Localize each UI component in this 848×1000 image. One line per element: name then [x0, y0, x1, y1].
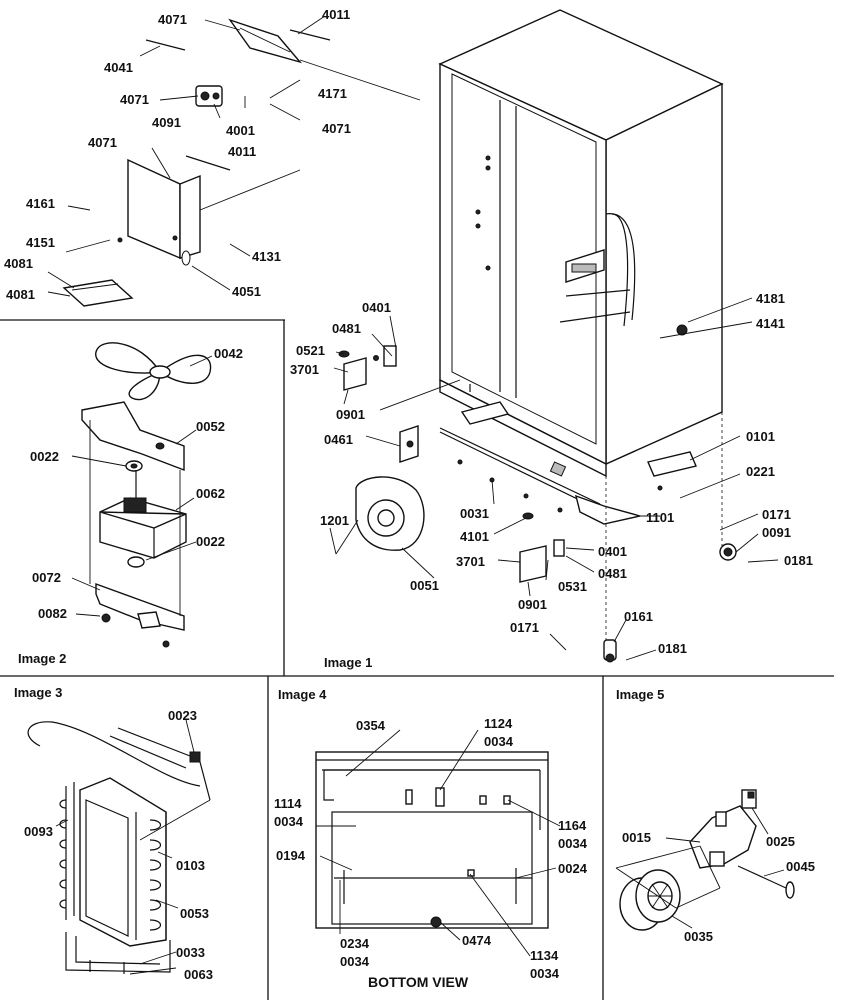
callout-label: 4091 [152, 115, 181, 130]
callouts-image-3: 0023 0093 0103 0053 0033 0063 [24, 708, 213, 982]
callout-label: 0015 [622, 830, 651, 845]
callout-label: 4001 [226, 123, 255, 138]
callouts-image-5: 0015 0025 0045 0035 [622, 830, 815, 944]
callout-label: 0401 [362, 300, 391, 315]
evaporator-assembly [27, 719, 211, 975]
callout-label: 3701 [456, 554, 485, 569]
cabinet-assembly [329, 9, 779, 663]
callout-label: 0101 [746, 429, 775, 444]
callout-label: 4181 [756, 291, 785, 306]
callout-label: 0034 [484, 734, 514, 749]
callout-label: 4071 [120, 92, 149, 107]
callout-label: 0034 [558, 836, 588, 851]
callout-label: 0034 [274, 814, 304, 829]
callout-label: 4071 [322, 121, 351, 136]
callout-label: 1124 [484, 716, 513, 731]
callout-label: 0024 [558, 861, 588, 876]
callout-label: 1201 [320, 513, 349, 528]
callout-label: 0181 [658, 641, 687, 656]
callout-label: 0171 [510, 620, 539, 635]
callout-label: 0171 [762, 507, 791, 522]
callout-label: 0045 [786, 859, 815, 874]
callout-label: 4171 [318, 86, 347, 101]
callout-label: 0401 [598, 544, 627, 559]
callouts-image-1: 0401 0481 0521 3701 0901 0461 4181 4141 … [290, 291, 813, 656]
panel-frames [0, 319, 834, 1000]
callout-label: 0091 [762, 525, 791, 540]
callout-label: 4141 [756, 316, 785, 331]
callout-label: 4081 [4, 256, 33, 271]
callouts-image-4: 0354 1124 0034 1114 0034 1164 0034 0194 … [274, 716, 588, 981]
callout-label: 4101 [460, 529, 489, 544]
callout-label: 0194 [276, 848, 306, 863]
callout-label: 1164 [558, 818, 587, 833]
callout-label: 1114 [274, 796, 302, 811]
callout-label: 0481 [598, 566, 627, 581]
callout-label: 0521 [296, 343, 325, 358]
caption-image-3: Image 3 [14, 685, 62, 700]
callout-label: 4041 [104, 60, 133, 75]
callout-label: 1101 [646, 510, 674, 525]
caption-image-5: Image 5 [616, 687, 664, 702]
callouts-image-2: 0042 0052 0022 0062 0022 0072 0082 [30, 346, 243, 621]
top-bracket-assembly [47, 15, 421, 307]
callout-label: 4011 [322, 7, 350, 22]
callout-label: 0053 [180, 906, 209, 921]
callout-label: 0161 [624, 609, 653, 624]
bottom-view-assembly [315, 729, 561, 957]
callout-label: 0461 [324, 432, 353, 447]
callouts-top: 4071 4011 4041 4171 4071 4091 4001 4071 … [4, 7, 351, 302]
callout-label: 0022 [30, 449, 59, 464]
callout-label: 0031 [460, 506, 489, 521]
callout-label: 0022 [196, 534, 225, 549]
callout-label: 4071 [158, 12, 187, 27]
callout-label: 0034 [340, 954, 370, 969]
callout-label: 4011 [228, 144, 256, 159]
callout-label: 4081 [6, 287, 35, 302]
callout-label: 0481 [332, 321, 361, 336]
caption-image-1: Image 1 [324, 655, 372, 670]
callout-label: 0034 [530, 966, 560, 981]
callout-label: 4051 [232, 284, 261, 299]
fan-motor-assembly [71, 342, 213, 648]
callout-label: 3701 [290, 362, 319, 377]
roller-assembly [615, 789, 795, 931]
callout-label: 4151 [26, 235, 55, 250]
callout-label: 0025 [766, 834, 795, 849]
caption-image-4: Image 4 [278, 687, 327, 702]
callout-label: 0052 [196, 419, 225, 434]
callout-label: 0181 [784, 553, 813, 568]
callout-label: 0035 [684, 929, 713, 944]
callout-label: 0033 [176, 945, 205, 960]
callout-label: 0474 [462, 933, 492, 948]
callout-label: 0234 [340, 936, 370, 951]
callout-label: 0072 [32, 570, 61, 585]
callout-label: 0531 [558, 579, 587, 594]
callout-label: 0082 [38, 606, 67, 621]
callout-label: 0354 [356, 718, 386, 733]
callout-label: 0901 [336, 407, 365, 422]
callout-label: 4161 [26, 196, 55, 211]
callout-label: 0901 [518, 597, 547, 612]
callout-label: 0062 [196, 486, 225, 501]
callout-label: 0221 [746, 464, 775, 479]
callout-label: 4071 [88, 135, 117, 150]
callout-label: 0103 [176, 858, 205, 873]
callout-label: 4131 [252, 249, 281, 264]
callout-label: 0051 [410, 578, 439, 593]
callout-label: 0042 [214, 346, 243, 361]
callout-label: 0063 [184, 967, 213, 982]
callout-label: 0093 [24, 824, 53, 839]
bottom-view-caption: BOTTOM VIEW [368, 974, 469, 990]
caption-image-2: Image 2 [18, 651, 66, 666]
callout-label: 0023 [168, 708, 197, 723]
callout-label: 1134 [530, 948, 559, 963]
